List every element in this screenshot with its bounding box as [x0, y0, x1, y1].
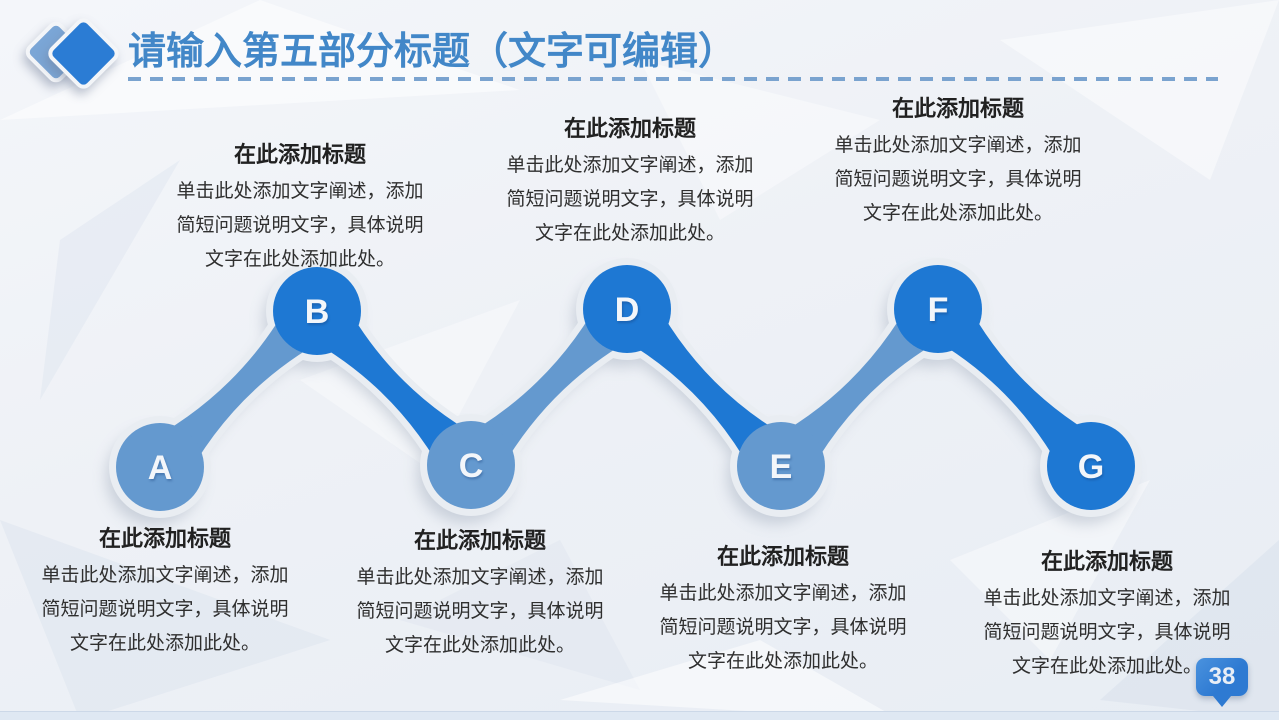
block-heading: 在此添加标题 — [716, 544, 849, 569]
diagram-node-labels: A B C D E F G — [148, 291, 1105, 487]
block-body-line: 文字在此处添加此处。 — [204, 249, 395, 270]
block-heading: 在此添加标题 — [891, 96, 1024, 121]
node-circle-f — [894, 265, 982, 353]
block-body-line: 单击此处添加文字阐述，添加 — [356, 567, 604, 588]
block-body-line: 文字在此处添加此处。 — [534, 223, 725, 244]
node-label-f: F — [928, 291, 949, 329]
node-label-a: A — [148, 449, 173, 487]
block-heading: 在此添加标题 — [1040, 549, 1173, 574]
block-body-line: 单击此处添加文字阐述，添加 — [176, 181, 424, 202]
node-label-g: G — [1078, 448, 1104, 486]
title-underline-dashes — [128, 77, 1218, 81]
diagram-nodes — [116, 265, 1135, 511]
text-block-bottom-e: 在此添加标题 单击此处添加文字阐述，添加 简短问题说明文字，具体说明 文字在此处… — [651, 542, 915, 679]
page-number-badge: 38 — [1196, 658, 1248, 696]
block-body-line: 单击此处添加文字阐述，添加 — [506, 155, 754, 176]
node-circle-g — [1047, 422, 1135, 510]
node-circle-d — [583, 265, 671, 353]
block-heading: 在此添加标题 — [233, 142, 366, 167]
text-block-top-d: 在此添加标题 单击此处添加文字阐述，添加 简短问题说明文字，具体说明 文字在此处… — [498, 114, 762, 251]
block-body-line: 文字在此处添加此处。 — [1011, 656, 1202, 677]
block-body-line: 简短问题说明文字，具体说明 — [506, 189, 754, 210]
node-label-e: E — [770, 448, 793, 486]
block-body-line: 文字在此处添加此处。 — [384, 635, 575, 656]
node-label-b: B — [305, 293, 330, 331]
block-body-line: 单击此处添加文字阐述，添加 — [659, 583, 907, 604]
node-circle-b — [273, 267, 361, 355]
slide-title: 请输入第五部分标题（文字可编辑） — [128, 31, 737, 73]
block-body-line: 文字在此处添加此处。 — [69, 633, 260, 654]
block-heading: 在此添加标题 — [563, 116, 696, 141]
block-body-line: 简短问题说明文字，具体说明 — [41, 599, 289, 620]
node-circle-e — [737, 422, 825, 510]
text-block-top-f: 在此添加标题 单击此处添加文字阐述，添加 简短问题说明文字，具体说明 文字在此处… — [826, 94, 1090, 231]
block-body-line: 单击此处添加文字阐述，添加 — [834, 135, 1082, 156]
text-block-top-b: 在此添加标题 单击此处添加文字阐述，添加 简短问题说明文字，具体说明 文字在此处… — [168, 140, 432, 277]
block-body-line: 文字在此处添加此处。 — [862, 203, 1053, 224]
text-block-bottom-c: 在此添加标题 单击此处添加文字阐述，添加 简短问题说明文字，具体说明 文字在此处… — [348, 526, 612, 663]
bottom-accent-bar — [0, 711, 1279, 720]
text-block-bottom-g: 在此添加标题 单击此处添加文字阐述，添加 简短问题说明文字，具体说明 文字在此处… — [975, 547, 1239, 684]
node-circle-a — [116, 423, 204, 511]
text-block-bottom-a: 在此添加标题 单击此处添加文字阐述，添加 简短问题说明文字，具体说明 文字在此处… — [33, 524, 297, 661]
block-body-line: 简短问题说明文字，具体说明 — [834, 169, 1082, 190]
block-body-line: 单击此处添加文字阐述，添加 — [983, 588, 1231, 609]
block-heading: 在此添加标题 — [98, 526, 231, 551]
block-body-line: 单击此处添加文字阐述，添加 — [41, 565, 289, 586]
node-circle-c — [427, 421, 515, 509]
block-heading: 在此添加标题 — [413, 528, 546, 553]
node-label-d: D — [615, 291, 640, 329]
node-label-c: C — [459, 447, 484, 485]
block-body-line: 简短问题说明文字，具体说明 — [176, 215, 424, 236]
block-body-line: 简短问题说明文字，具体说明 — [659, 617, 907, 638]
block-body-line: 简短问题说明文字，具体说明 — [356, 601, 604, 622]
block-body-line: 文字在此处添加此处。 — [687, 651, 878, 672]
block-body-line: 简短问题说明文字，具体说明 — [983, 622, 1231, 643]
